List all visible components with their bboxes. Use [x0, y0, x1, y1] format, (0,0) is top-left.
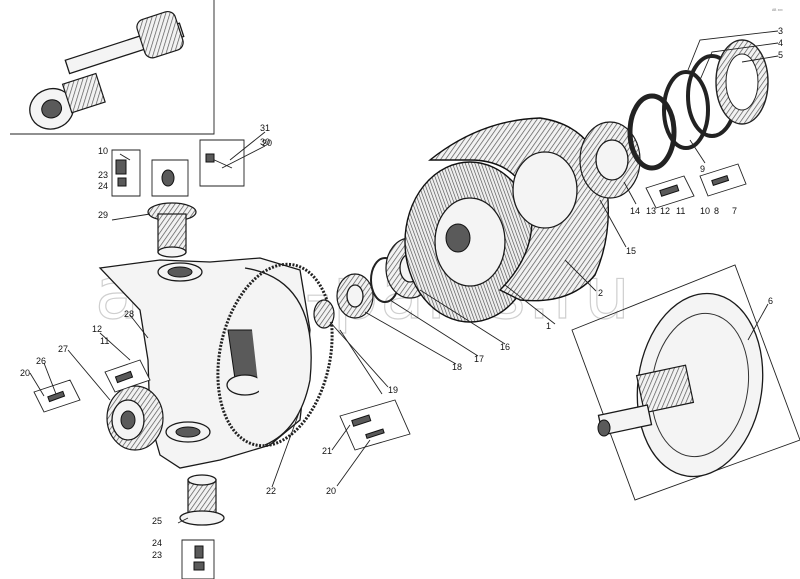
callout-16: 16 [500, 342, 510, 352]
callout-26: 26 [36, 356, 46, 366]
callout-30: 30 [260, 137, 270, 147]
callout-22: 22 [266, 486, 276, 496]
part-25-kingpin [179, 474, 225, 579]
callout-3: 3 [778, 26, 783, 36]
part-18-bearing [336, 273, 374, 319]
leader-lines [29, 30, 779, 524]
callout-29: 29 [98, 210, 108, 220]
callout-4: 4 [778, 38, 783, 48]
callout-28: 28 [124, 309, 134, 319]
callout-14: 14 [630, 206, 640, 216]
callout-23-bottom: 23 [152, 550, 162, 560]
part-6-output-shaft [571, 264, 800, 501]
callout-31: 31 [260, 123, 270, 133]
callout-12-right: 12 [660, 206, 670, 216]
callout-20-left: 20 [20, 368, 30, 378]
callout-7: 7 [732, 206, 737, 216]
callout-8: 8 [714, 206, 719, 216]
callout-27: 27 [58, 344, 68, 354]
detail-frames-bolts [33, 359, 151, 413]
callout-1: 1 [546, 321, 551, 331]
axle-overview-inset [10, 0, 215, 135]
callout-21: 21 [322, 446, 332, 456]
callout-2: 2 [598, 288, 603, 298]
part-29-trunnion [147, 202, 197, 258]
callout-24-top: 24 [98, 181, 108, 191]
detail-frame-21-20 [339, 399, 411, 451]
callout-18: 18 [452, 362, 462, 372]
callout-13: 13 [646, 206, 656, 216]
corner-mark: ᴬᴮ ˣˣˣ [771, 8, 783, 14]
part-19-pinion [313, 299, 335, 329]
callout-11-left: 11 [100, 336, 109, 346]
callout-20-top: 20 [262, 138, 272, 148]
part-27-hub [106, 385, 164, 451]
callout-10: 10 [700, 206, 710, 216]
callout-5: 5 [778, 50, 783, 60]
callout-6: 6 [768, 296, 773, 306]
callout-numbers: 1 2 3 4 5 6 7 8 9 10 11 11 12 12 13 14 1… [20, 26, 783, 560]
callout-15: 15 [626, 246, 636, 256]
callout-9: 9 [700, 164, 705, 174]
callout-19: 19 [388, 385, 398, 395]
callout-17: 17 [474, 354, 484, 364]
part-2-carrier-housing [428, 117, 610, 302]
callout-24-bottom: 24 [152, 538, 162, 548]
callout-25: 25 [152, 516, 162, 526]
callout-12-left: 12 [92, 324, 102, 334]
part-14-15-bearing [579, 121, 641, 199]
callout-23-top: 23 [98, 170, 108, 180]
part-1-ring-gear [404, 161, 536, 323]
part-9-10-rings [627, 39, 769, 171]
detail-frames-right [645, 163, 747, 209]
detail-frames-left [111, 139, 245, 197]
callout-20-bottom: 20 [326, 486, 336, 496]
callout-10-left: 10 [98, 146, 108, 156]
part-22-gasket [216, 262, 334, 448]
callout-11-right: 11 [676, 206, 685, 216]
